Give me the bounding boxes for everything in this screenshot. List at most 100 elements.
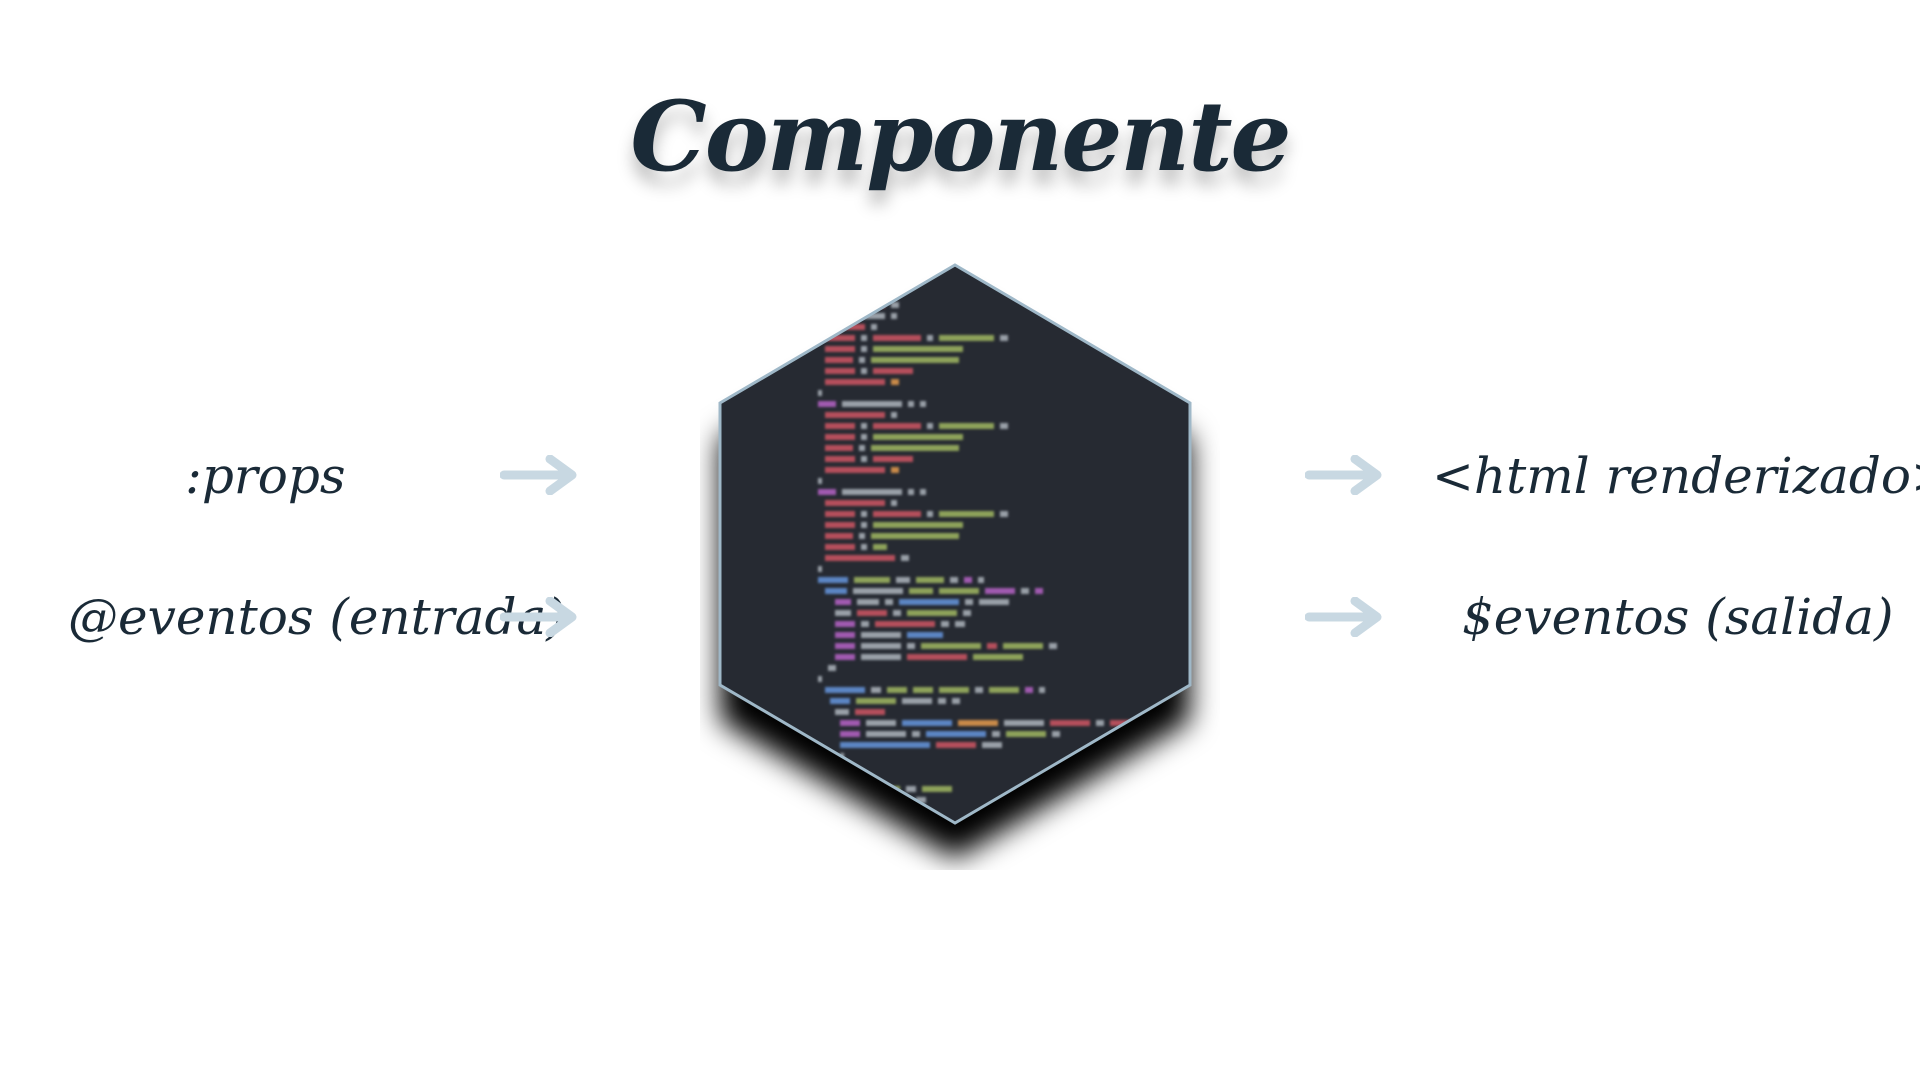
- code-line-segment: [871, 445, 959, 451]
- code-line-segment: [978, 577, 984, 583]
- code-line-segment: [982, 742, 1002, 748]
- code-line-segment: [853, 588, 903, 594]
- code-line-segment: [899, 599, 959, 605]
- code-line-segment: [825, 588, 847, 594]
- code-line-segment: [825, 379, 885, 385]
- code-line-segment: [920, 401, 926, 407]
- code-line-segment: [963, 610, 971, 616]
- code-line-segment: [927, 511, 933, 517]
- code-line-segment: [939, 588, 979, 594]
- code-line-segment: [825, 445, 853, 451]
- code-line-segment: [950, 577, 958, 583]
- code-line-segment: [873, 511, 921, 517]
- code-line-segment: [835, 709, 849, 715]
- code-line-segment: [861, 346, 867, 352]
- code-line-segment: [818, 489, 836, 495]
- code-line-segment: [835, 632, 855, 638]
- code-line-segment: [973, 654, 1023, 660]
- code-line-segment: [871, 324, 877, 330]
- code-line-segment: [992, 731, 1000, 737]
- code-line-segment: [835, 610, 851, 616]
- code-line-segment: [893, 610, 901, 616]
- code-line-segment: [861, 654, 901, 660]
- code-line-segment: [902, 720, 952, 726]
- code-line-segment: [871, 687, 881, 693]
- code-line-segment: [908, 401, 914, 407]
- code-line-segment: [840, 291, 880, 297]
- code-line-segment: [859, 357, 865, 363]
- code-line-segment: [907, 632, 943, 638]
- code-line-segment: [1004, 720, 1044, 726]
- code-line-segment: [870, 797, 910, 803]
- code-hexagon-icon: [718, 263, 1192, 825]
- code-line-segment: [965, 599, 973, 605]
- code-line-segment: [825, 544, 855, 550]
- code-line-segment: [1000, 335, 1008, 341]
- code-line-segment: [907, 610, 957, 616]
- code-line-segment: [896, 577, 910, 583]
- code-line-segment: [1021, 588, 1029, 594]
- arrow-right-icon: [1305, 597, 1382, 637]
- code-line-segment: [871, 357, 959, 363]
- code-line-segment: [908, 489, 914, 495]
- code-line-segment: [913, 687, 933, 693]
- code-line-segment: [871, 533, 959, 539]
- code-line-segment: [857, 599, 879, 605]
- arrow-right-icon: [500, 455, 577, 495]
- code-line-segment: [861, 335, 867, 341]
- code-line-segment: [912, 731, 920, 737]
- code-line-segment: [1006, 731, 1046, 737]
- code-line-segment: [881, 280, 889, 286]
- code-line-segment: [857, 610, 887, 616]
- output-label-eventos-salida: $eventos (salida): [1462, 588, 1894, 646]
- code-line-segment: [926, 731, 986, 737]
- code-line-segment: [825, 511, 855, 517]
- code-line-segment: [902, 698, 932, 704]
- code-line-segment: [859, 445, 865, 451]
- code-line-segment: [818, 577, 848, 583]
- code-line-segment: [939, 423, 994, 429]
- code-line-segment: [1050, 720, 1090, 726]
- code-line-segment: [835, 654, 855, 660]
- code-line-segment: [873, 456, 913, 462]
- code-line-segment: [891, 313, 897, 319]
- code-line-segment: [907, 654, 967, 660]
- code-line-segment: [861, 456, 867, 462]
- code-line-segment: [845, 280, 875, 286]
- code-line-segment: [939, 511, 994, 517]
- code-line-segment: [825, 368, 855, 374]
- code-line-segment: [861, 423, 867, 429]
- code-line-segment: [886, 291, 894, 297]
- code-line-segment: [861, 368, 867, 374]
- code-line-segment: [873, 544, 887, 550]
- code-line-segment: [861, 522, 867, 528]
- code-line-segment: [907, 643, 915, 649]
- code-line-segment: [855, 709, 885, 715]
- code-line-segment: [891, 412, 897, 418]
- code-line-segment: [861, 434, 867, 440]
- code-line-segment: [1025, 687, 1033, 693]
- code-line-segment: [891, 467, 899, 473]
- code-line-segment: [825, 423, 855, 429]
- code-line-segment: [906, 786, 916, 792]
- code-line-segment: [861, 544, 867, 550]
- code-line-segment: [891, 500, 897, 506]
- code-line-segment: [941, 621, 949, 627]
- code-line-segment: [825, 522, 855, 528]
- input-label-props: :props: [185, 447, 346, 505]
- code-line-segment: [861, 643, 901, 649]
- code-line-segment: [818, 390, 822, 396]
- code-line-segment: [885, 599, 893, 605]
- code-line-segment: [856, 698, 896, 704]
- code-line-segment: [873, 335, 921, 341]
- code-line-segment: [835, 643, 855, 649]
- code-line-segment: [835, 775, 845, 781]
- code-line-segment: [1003, 643, 1043, 649]
- code-line-segment: [854, 577, 890, 583]
- code-line-segment: [840, 731, 860, 737]
- code-line-segment: [842, 401, 902, 407]
- code-line-segment: [873, 434, 963, 440]
- code-line-segment: [825, 412, 885, 418]
- code-line-segment: [825, 467, 885, 473]
- code-line-segment: [861, 511, 867, 517]
